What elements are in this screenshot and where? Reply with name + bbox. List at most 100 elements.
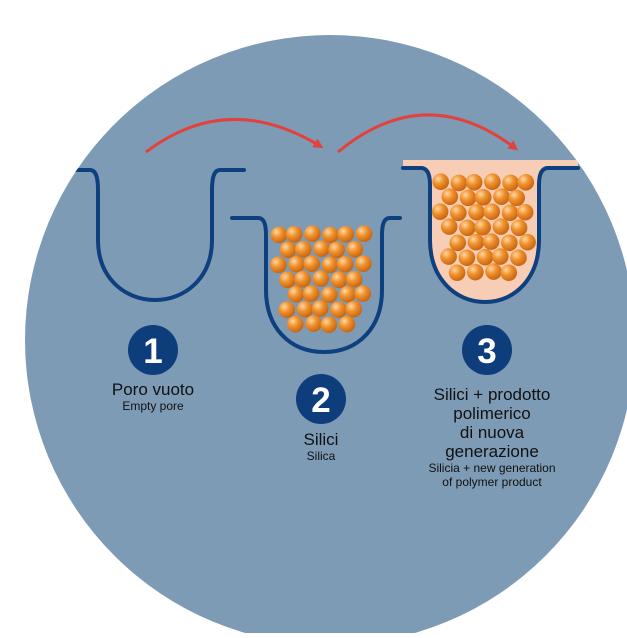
silica-particle (339, 285, 356, 303)
step-3-title-line-4: generazione (445, 442, 539, 461)
silica-particle (355, 255, 372, 272)
step-1-title: Poro vuoto (111, 380, 195, 399)
background-circle (25, 35, 627, 638)
silica-particle (354, 285, 372, 302)
silica-particle (492, 218, 510, 235)
silica-particle (270, 256, 287, 274)
silica-particle (440, 248, 457, 265)
silica-particles-step-3 (431, 173, 536, 282)
silica-particle (287, 285, 305, 303)
silica-particle (467, 263, 484, 281)
step-1-subtitle: Empty pore (122, 399, 184, 413)
step-2-label: Silici Silica (261, 430, 381, 463)
silica-particle (330, 271, 348, 289)
pore-2-outline (230, 216, 402, 355)
silica-particle (450, 174, 468, 192)
silica-particle (484, 173, 501, 190)
silica-particle (321, 286, 338, 304)
silica-particle (330, 301, 347, 319)
silica-particle (493, 188, 510, 205)
arrow-step-2-to-3 (337, 113, 519, 154)
silica-particle (328, 241, 345, 259)
silica-particle (279, 271, 296, 289)
silica-particle (449, 234, 467, 252)
pore-1-outline (64, 168, 246, 303)
silica-particle (305, 315, 322, 332)
silica-particle (294, 270, 311, 288)
silica-particle (501, 234, 518, 252)
step-2-number: 2 (311, 381, 330, 420)
step-2-subtitle: Silica (306, 449, 336, 463)
silica-particle (448, 264, 466, 282)
silica-particle (337, 226, 355, 243)
silica-particle (500, 264, 518, 282)
silica-particle (345, 300, 362, 318)
silica-particle (304, 225, 321, 242)
silica-particle (491, 248, 509, 265)
silica-particle (508, 189, 525, 207)
silica-particle (288, 255, 305, 273)
step-3-title-line-2: polimerico (453, 404, 531, 423)
step-3-title-line-1: Silici + prodotto (433, 385, 551, 404)
silica-particle (476, 248, 494, 266)
silica-particle (346, 240, 364, 258)
silica-particle (482, 233, 500, 250)
step-3-subtitle-line-2: of polymer product (442, 475, 542, 489)
silica-particle (485, 263, 502, 280)
silica-particle (432, 173, 450, 190)
silica-particle (336, 255, 354, 273)
silica-particle (440, 218, 458, 235)
step-3-label: Silici + prodotto polimerico di nuova ge… (392, 385, 592, 489)
silica-particle (501, 204, 519, 222)
silica-particle (441, 188, 459, 205)
step-2-title: Silici (303, 430, 339, 449)
pore-3-outline (401, 166, 580, 305)
silica-particle (474, 218, 491, 236)
silica-particle (321, 256, 339, 274)
silica-particle (278, 301, 296, 319)
silica-particle (345, 270, 363, 288)
silica-particle (431, 203, 449, 220)
step-1-badge: 1 (128, 325, 178, 375)
step-3-subtitle-line-1: Silicia + new generation (428, 461, 556, 475)
step-1-label: Poro vuoto Empty pore (73, 380, 233, 413)
silica-particle (458, 249, 476, 267)
silica-particle (474, 188, 492, 206)
silica-particle (313, 240, 330, 257)
silica-particle (296, 300, 314, 318)
silica-particle (322, 226, 339, 244)
silica-particle (270, 226, 288, 244)
silica-particle (338, 315, 356, 333)
silica-particle (287, 315, 304, 333)
silica-particle (459, 189, 477, 207)
silica-particle (519, 233, 536, 251)
silica-particle (465, 174, 483, 191)
step-1-number: 1 (143, 332, 162, 371)
silica-particle (467, 233, 485, 251)
silica-particle (311, 300, 329, 317)
silica-particle (279, 241, 297, 259)
silica-particle (468, 203, 485, 221)
silica-particle (483, 203, 501, 220)
silica-particle (517, 174, 535, 191)
arrow-step-1-to-2 (145, 117, 324, 154)
silica-particle (450, 204, 467, 222)
silica-particle (510, 249, 527, 267)
silica-particle (502, 174, 519, 192)
step-2-badge: 2 (296, 374, 346, 424)
step-3-title-line-3: di nuova (459, 423, 525, 442)
step-3-badge: 3 (462, 325, 512, 375)
silica-particle (312, 270, 330, 287)
silica-particle (516, 203, 534, 221)
silica-particle (459, 219, 476, 237)
silica-particle (320, 316, 338, 334)
silica-particle (302, 285, 320, 302)
silica-particle (510, 219, 528, 237)
silica-particle (294, 240, 312, 258)
silica-particle (355, 225, 373, 242)
silica-particle (303, 255, 321, 272)
silica-particles-step-2 (270, 225, 373, 334)
silica-particle (285, 226, 303, 243)
